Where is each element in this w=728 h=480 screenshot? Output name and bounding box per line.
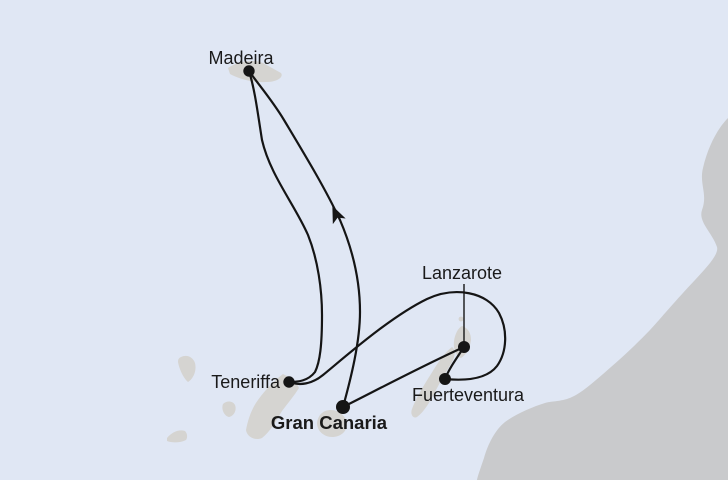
route-leg-gran-canaria-madeira — [247, 69, 362, 409]
port-dot-fuerteventura — [439, 373, 451, 385]
island-la-palma — [178, 355, 196, 382]
route-leg-teneriffa-fuerteventura — [287, 291, 507, 386]
port-label-fuerteventura: Fuerteventura — [412, 385, 525, 405]
port-dot-teneriffa — [283, 376, 295, 388]
port-dot-gran-canaria — [336, 400, 350, 414]
port-dot-lanzarote — [458, 341, 470, 353]
islands — [167, 60, 471, 443]
port-label-gran-canaria: Gran Canaria — [271, 412, 388, 433]
route-direction-arrow-icon — [332, 205, 346, 225]
mainland-africa-shape — [477, 118, 728, 480]
route-lines — [247, 69, 507, 409]
island-la-graciosa — [458, 316, 464, 322]
island-el-hierro — [167, 430, 188, 443]
island-tenerife — [246, 374, 299, 440]
island-la-gomera — [222, 401, 236, 417]
port-labels: Madeira Teneriffa Gran Canaria Lanzarote… — [208, 48, 525, 433]
port-label-lanzarote: Lanzarote — [422, 263, 502, 283]
route-leg-gran-canaria-lanzarote — [341, 345, 466, 409]
port-dot-madeira — [243, 65, 255, 77]
port-label-madeira: Madeira — [208, 48, 274, 68]
port-dots — [243, 65, 470, 414]
mainland-africa — [477, 118, 728, 480]
island-gran-canaria — [317, 410, 347, 437]
route-leg-madeira-teneriffa — [247, 69, 324, 384]
island-fuerteventura — [411, 347, 455, 418]
port-label-teneriffa: Teneriffa — [211, 372, 281, 392]
island-madeira — [228, 60, 282, 83]
